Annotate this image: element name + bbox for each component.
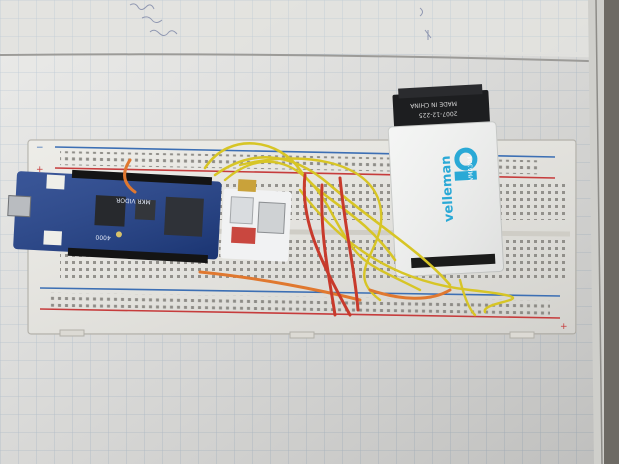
- velleman-module: MADE IN CHINA 2007-12-225 velleman VMA30…: [387, 84, 505, 278]
- module-brand-label: velleman: [439, 155, 457, 222]
- module-model-label: VMA304: [467, 156, 475, 181]
- mkr-vidor-board: MKR VIDOR 4000: [7, 169, 222, 264]
- svg-text:+: +: [560, 322, 568, 332]
- jumper-wires: [123, 142, 515, 317]
- svg-text:−: −: [36, 143, 44, 153]
- board-brand-label: MKR VIDOR: [116, 196, 151, 205]
- handwriting-marks: [129, 3, 432, 40]
- radio-module: [220, 179, 292, 262]
- module-origin-label: MADE IN CHINA: [409, 100, 457, 109]
- module-date-label: 2007-12-225: [418, 109, 457, 118]
- svg-text:+: +: [36, 165, 44, 175]
- board-model-label: 4000: [95, 233, 111, 241]
- breadboard-clips: [59, 329, 535, 339]
